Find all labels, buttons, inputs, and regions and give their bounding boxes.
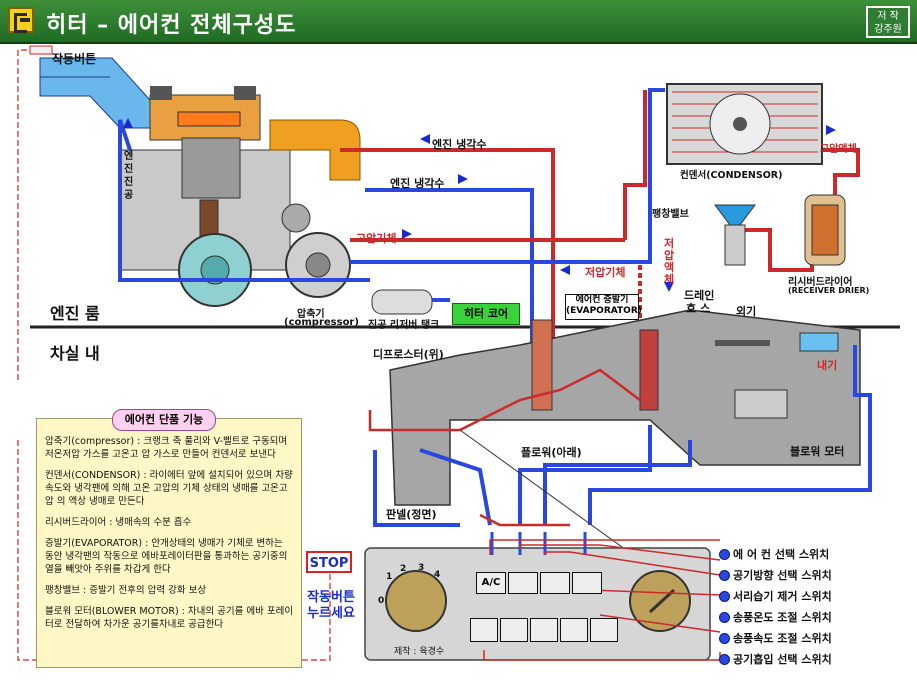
stop-button[interactable]: STOP <box>306 551 352 573</box>
dial-number-2: 2 <box>400 564 407 574</box>
exit-icon[interactable] <box>8 7 34 33</box>
vent-mode-1-button[interactable] <box>470 618 498 642</box>
high-pressure-gas-label: 고압기체 <box>356 232 397 245</box>
producer-credit: 제작 : 육경수 <box>394 647 445 657</box>
press-hint-line-2: 누르세요 <box>307 606 355 621</box>
drain-hose-label-2: 호 스 <box>686 302 711 315</box>
engine-coolant-label-2: 엔진 냉각수 <box>390 177 445 190</box>
hp-gas-to-condenser <box>623 90 647 240</box>
engine-intake-label: 엔진진공 <box>124 151 134 201</box>
heater-core-block <box>531 319 553 411</box>
vacuum-reservoir-tank <box>371 289 433 315</box>
rear-defrost-button[interactable] <box>572 572 602 594</box>
outside-air-label: 외기 <box>736 305 757 318</box>
hand-pointer-icon <box>29 45 53 55</box>
blower-motor-block <box>734 389 788 419</box>
defog-button[interactable] <box>540 572 570 594</box>
blower-motor-label: 블로워 모터 <box>790 445 845 458</box>
badge-line-1: 저 작 <box>877 11 899 22</box>
press-hint-line-1: 작동버튼 <box>307 590 355 605</box>
inside-air-label: 내기 <box>817 359 838 372</box>
switch-dot-defog[interactable] <box>719 591 730 602</box>
inside-air-valve <box>799 332 839 352</box>
switch-temperature[interactable]: 송풍온도 조절 스위치 <box>733 611 832 624</box>
switch-dot-ac[interactable] <box>719 549 730 560</box>
switch-air-intake[interactable]: 공기흡입 선택 스위치 <box>733 653 832 666</box>
cylinder-head <box>149 94 261 141</box>
compressor-label-2: (compressor) <box>284 317 359 328</box>
defrost-mode-button[interactable] <box>590 618 618 642</box>
info-expansion-valve: 팽창밸브 : 증발기 전후의 압력 강화 보상 <box>45 585 207 596</box>
badge-line-2: 강주원 <box>874 24 902 35</box>
flow-arrows <box>123 118 836 292</box>
dial-number-0: 0 <box>378 596 385 606</box>
low-pressure-gas-label: 저압기체 <box>585 266 626 279</box>
exhaust-pipe <box>269 119 361 181</box>
dial-number-1: 1 <box>386 572 393 582</box>
condenser-label: 컨덴서(CONDENSOR) <box>680 170 783 181</box>
vent-mode-3-button[interactable] <box>530 618 558 642</box>
vacuum-line <box>118 119 370 282</box>
evaporator-label-1: 에어컨 증발기 <box>575 295 629 305</box>
receiver-drier-label-1: 리시버드라이어 <box>788 277 853 288</box>
switch-dot-direction[interactable] <box>719 570 730 581</box>
outside-air-flap <box>715 340 770 346</box>
receiver-drier-label-2: (RECEIVER DRIER) <box>788 286 870 295</box>
switch-dot-speed[interactable] <box>719 633 730 644</box>
drain-hose-label-1: 드레인 <box>684 289 715 302</box>
liquid-to-valve <box>740 228 814 272</box>
info-box-title: 에어컨 단품 기능 <box>112 409 216 431</box>
evaporator-label: 에어컨 증발기 (EVAPORATOR) <box>565 294 642 320</box>
low-pressure-liquid-label: 저압액체 <box>664 237 675 286</box>
vent-mode-2-button[interactable] <box>500 618 528 642</box>
panel-label: 판넬(정면) <box>386 508 437 521</box>
switch-ac-selector[interactable]: 에 어 컨 선택 스위치 <box>733 548 830 561</box>
dial-number-4: 4 <box>434 570 441 580</box>
evaporator-label-2: (EVAPORATOR) <box>566 306 642 316</box>
air-direction-button[interactable] <box>508 572 538 594</box>
low-pressure-line <box>350 88 665 264</box>
evaporator-block <box>639 329 659 411</box>
info-receiver-drier: 리시버드라이어 : 냉매속의 수분 흡수 <box>45 517 192 528</box>
coolant-line-return <box>365 188 534 345</box>
start-button-label[interactable]: 작동버튼 <box>52 52 97 66</box>
author-badge: 저 작 강주원 <box>866 6 910 38</box>
engine-coolant-label-1: 엔진 냉각수 <box>432 138 487 151</box>
intake-duct <box>39 57 151 129</box>
press-button-hint[interactable]: 작동버튼 누르세요 <box>303 590 359 622</box>
function-info-box: 압축기(compressor) : 크랭크 축 풀리와 V-벨트로 구동되며 저… <box>36 418 302 668</box>
switch-dot-temp[interactable] <box>719 612 730 623</box>
info-blower-motor: 블로워 모터(BLOWER MOTOR) : 차내의 공기를 에바 포레이터로 … <box>45 606 294 630</box>
info-compressor: 압축기(compressor) : 크랭크 축 풀리와 V-벨트로 구동되며 저… <box>45 436 288 460</box>
coolant-line-hot <box>340 148 555 340</box>
ac-button[interactable]: A/C <box>476 572 506 594</box>
title-bar: 히터 – 에어컨 전체구성도 저 작 강주원 <box>0 0 917 44</box>
cabin-label: 차실 내 <box>50 344 100 363</box>
switch-dot-intake[interactable] <box>719 654 730 665</box>
compressor-label-1: 압축기 <box>297 309 325 320</box>
info-condenser: 컨덴서(CONDENSOR) : 라이에터 앞에 설치되어 있으며 차량속도와 … <box>45 470 293 507</box>
page-title: 히터 – 에어컨 전체구성도 <box>46 13 297 38</box>
vacuum-tank-label: 진공 리저버 탱크 <box>368 320 440 331</box>
heater-core-label: 히터 코어 <box>452 303 520 325</box>
expansion-valve-label: 팽창밸브 <box>652 209 689 220</box>
defroster-label: 디프로스터(위) <box>373 348 444 361</box>
vent-mode-4-button[interactable] <box>560 618 588 642</box>
temperature-dial <box>385 570 447 632</box>
high-pressure-liquid-label: 고압액체 <box>820 144 857 155</box>
piston <box>181 137 241 199</box>
hp-liquid-line <box>822 148 860 195</box>
switch-air-direction[interactable]: 공기방향 선택 스위치 <box>733 569 832 582</box>
engine-room-label: 엔진 룸 <box>50 304 100 323</box>
switch-fan-speed[interactable]: 송풍속도 조절 스위치 <box>733 632 832 645</box>
dial-number-3: 3 <box>418 563 425 573</box>
expansion-valve <box>714 204 756 226</box>
switch-defog[interactable]: 서리습기 제거 스위치 <box>733 590 832 603</box>
floor-label: 플로워(아래) <box>521 446 582 459</box>
info-evaporator: 증발기(EVAPORATOR) : 안개상태의 냉매가 기체로 변하는 동안 냉… <box>45 538 288 575</box>
hvac-case <box>389 309 861 506</box>
